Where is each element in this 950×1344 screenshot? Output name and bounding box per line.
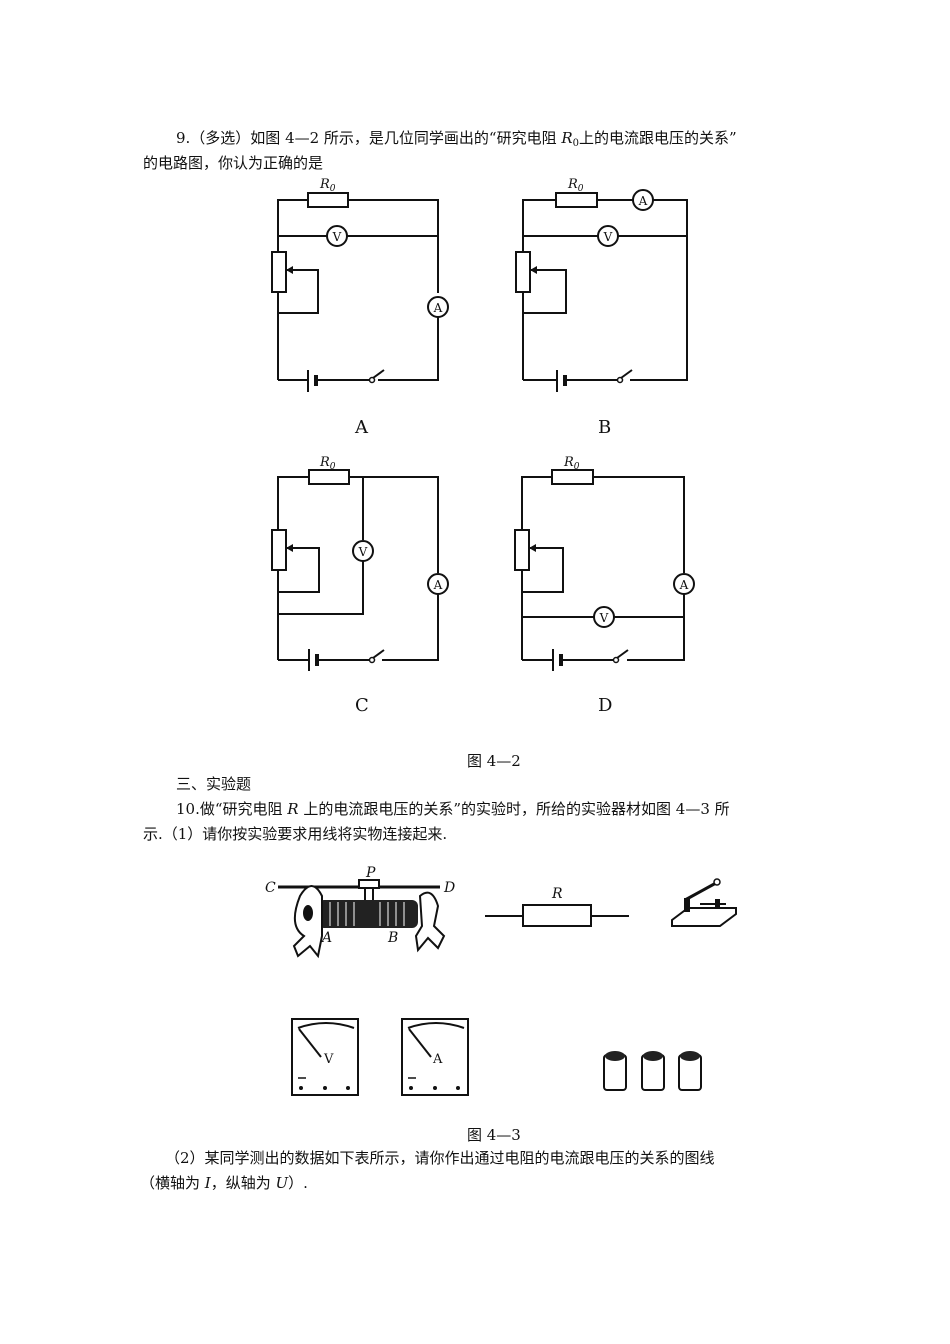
section-title: 三、实验题 <box>176 775 252 793</box>
q9-text-post: 上的电流跟电压的关系” <box>579 129 737 147</box>
circuit-d-diagram: A V <box>514 469 695 671</box>
resistor-label: R <box>551 886 563 902</box>
figure-4-3-apparatus: C D P A B R V A <box>265 865 737 1096</box>
switch-icon <box>671 878 737 927</box>
q10-part2-mid: ，纵轴为 <box>210 1174 276 1192</box>
q10-part2-line1: （2）某同学测出的数据如下表所示，请你作出通过电阻的电流跟电压的关系的图线 <box>165 1149 715 1167</box>
rheostat-label-a: A <box>320 930 332 946</box>
q10-var-r: R <box>287 800 299 818</box>
circuit-b-diagram: A V <box>515 189 688 392</box>
q9-var-sub: 0 <box>572 138 580 149</box>
q10-line1: 10.做“研究电阻 R 上的电流跟电压的关系”的实验时，所给的实验器材如图 4—… <box>176 797 730 821</box>
ammeter-device-icon: A <box>401 1018 469 1096</box>
svg-text:A: A <box>638 194 648 208</box>
rheostat-label-c: C <box>265 880 276 896</box>
q10-text-pre: 10.做“研究电阻 <box>176 800 288 818</box>
svg-text:V: V <box>323 1052 334 1067</box>
battery-icon-2 <box>641 1051 665 1091</box>
q10-part2-line2: （横轴为 I，纵轴为 U）. <box>140 1171 308 1195</box>
q9-line2: 的电路图，你认为正确的是 <box>143 154 324 172</box>
q9-line1: 9.（多选）如图 4—2 所示，是几位同学画出的“研究电阻 R0上的电流跟电压的… <box>176 126 737 156</box>
q10-var-i: I <box>204 1174 211 1192</box>
svg-text:A: A <box>433 578 443 592</box>
svg-text:V: V <box>332 230 342 244</box>
svg-text:A: A <box>679 578 689 592</box>
option-a-label: A <box>355 417 368 438</box>
circuit-a: A V R0 A V R0 <box>271 177 695 671</box>
q10-var-u: U <box>275 1174 289 1192</box>
rheostat-label-d: D <box>443 880 455 896</box>
rheostat-label-p: P <box>365 865 376 881</box>
svg-text:A: A <box>433 301 443 315</box>
svg-text:V: V <box>603 230 613 244</box>
rheostat-label-b: B <box>387 930 398 946</box>
circuit-c-diagram: A V <box>271 469 449 671</box>
voltmeter-device-icon: V <box>291 1018 359 1096</box>
resistor-icon <box>485 904 629 927</box>
svg-text:V: V <box>358 545 368 559</box>
q10-part2-end: ）. <box>288 1174 308 1192</box>
circuit-a-diagram: A V <box>271 192 449 392</box>
battery-icon-3 <box>678 1051 702 1091</box>
option-b-label: B <box>598 417 612 438</box>
q9-text-pre: 9.（多选）如图 4—2 所示，是几位同学画出的“研究电阻 <box>176 129 562 147</box>
figure-4-2-caption: 图 4—2 <box>467 752 521 770</box>
battery-icon-1 <box>603 1051 627 1091</box>
figure-4-3-caption: 图 4—3 <box>467 1126 521 1144</box>
svg-text:V: V <box>599 611 609 625</box>
svg-text:A: A <box>432 1052 443 1067</box>
q10-line2: 示.（1）请你按实验要求用线将实物连接起来. <box>143 825 448 843</box>
q10-text-post: 上的电流跟电压的关系”的实验时，所给的实验器材如图 4—3 所 <box>298 800 730 818</box>
option-d-label: D <box>598 695 613 716</box>
option-c-label: C <box>355 695 369 716</box>
q10-part2-pre: （横轴为 <box>140 1174 205 1192</box>
rheostat-icon <box>278 879 446 959</box>
rheostat-icon <box>271 251 287 293</box>
q9-var-r: R <box>561 129 573 147</box>
